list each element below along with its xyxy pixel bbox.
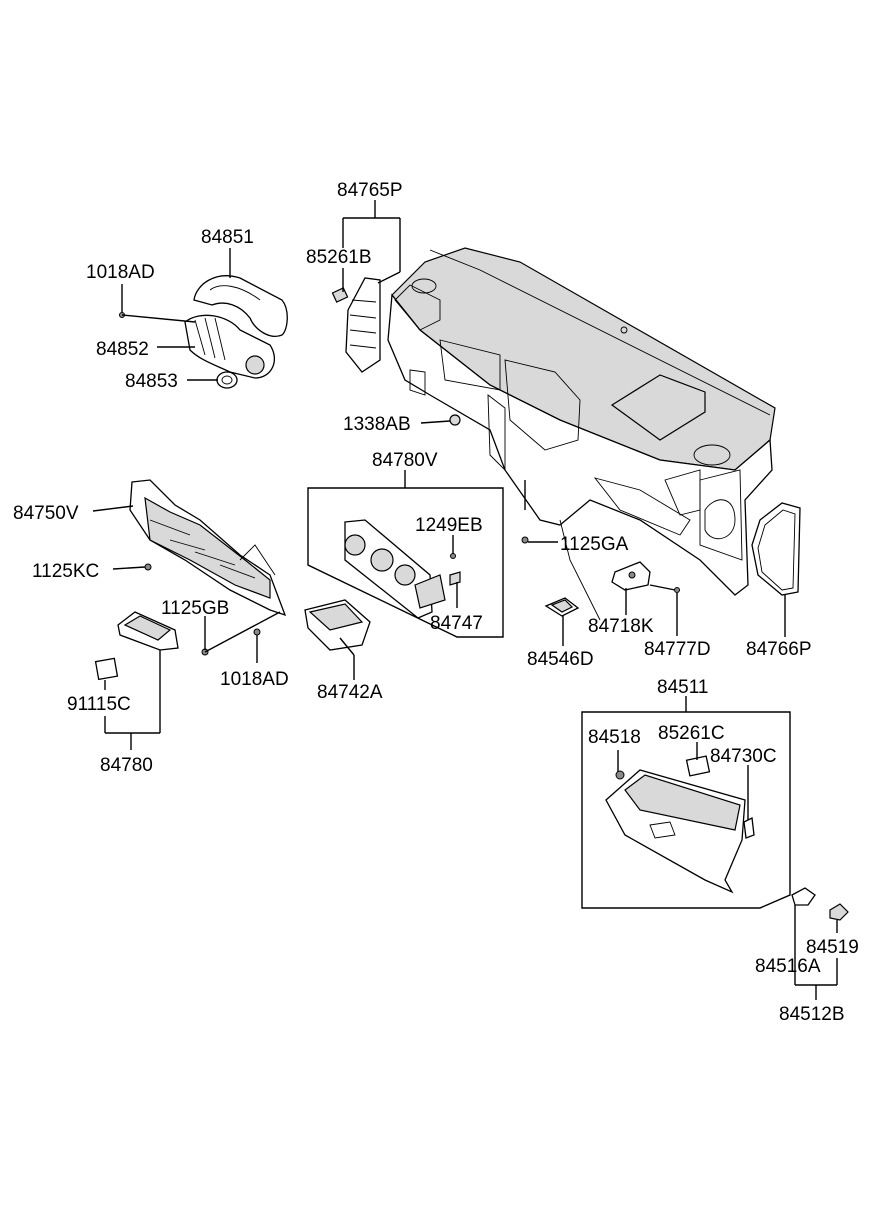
striker-84519 — [829, 903, 849, 921]
center-vent-84765P — [331, 277, 381, 373]
label-1125KC: 1125KC — [32, 561, 99, 582]
label-84718K: 84718K — [588, 616, 654, 637]
label-84730C: 84730C — [710, 746, 777, 767]
fuse-box-cover-84780 — [117, 611, 179, 651]
label-84852: 84852 — [96, 339, 149, 360]
label-85261C: 85261C — [658, 723, 725, 744]
label-85261B: 85261B — [306, 247, 372, 268]
label-1338AB: 1338AB — [343, 414, 411, 435]
crash-pad-main-panel — [387, 247, 776, 621]
label-84546D: 84546D — [527, 649, 594, 670]
bracket-84718K — [611, 561, 651, 591]
nut-1338AB — [449, 414, 461, 426]
glove-box-group-84511 — [581, 711, 791, 909]
side-cover-84766P — [751, 502, 801, 596]
screw-1018AD-bottom — [253, 628, 261, 636]
leader-lines — [92, 200, 838, 1000]
label-84851: 84851 — [201, 227, 254, 248]
screw-1125GB — [201, 611, 281, 656]
label-1018AD-top: 1018AD — [86, 262, 155, 283]
label-1249EB: 1249EB — [415, 515, 483, 536]
column-shroud-lower-84852 — [184, 314, 275, 379]
label-91115C: 91115C — [67, 694, 131, 715]
label-84516A: 84516A — [755, 956, 821, 977]
label-84777D: 84777D — [644, 639, 711, 660]
label-84780V: 84780V — [372, 450, 438, 471]
label-84518: 84518 — [588, 727, 641, 748]
latch-84516A — [791, 887, 816, 906]
label-84519: 84519 — [806, 937, 859, 958]
label-84747: 84747 — [430, 613, 483, 634]
tray-84742A — [304, 599, 371, 651]
ring-84853 — [216, 371, 238, 389]
label-91115C — [94, 657, 119, 681]
column-shroud-upper-84851 — [193, 275, 288, 337]
label-1125GB: 1125GB — [161, 598, 229, 619]
label-1125GA: 1125GA — [560, 534, 629, 555]
label-84742A: 84742A — [317, 682, 383, 703]
label-84765P: 84765P — [337, 180, 403, 201]
label-84512B: 84512B — [779, 1004, 845, 1025]
label-1018AD-bottom: 1018AD — [220, 669, 289, 690]
clip-84546D — [544, 597, 580, 617]
label-84853: 84853 — [125, 371, 178, 392]
part-labels: 84765P 84851 85261B 1018AD 84852 84853 1… — [13, 180, 859, 1025]
screw-84777D — [674, 587, 680, 593]
label-84750V: 84750V — [13, 503, 79, 524]
label-84780: 84780 — [100, 755, 153, 776]
heater-control-group-84780V — [307, 487, 504, 638]
lower-panel-84750V — [129, 479, 287, 617]
screw-1125KC — [144, 563, 152, 571]
label-84511: 84511 — [657, 677, 708, 698]
label-84766P: 84766P — [746, 639, 812, 660]
screw-1018AD-top — [119, 312, 196, 323]
screw-1125GA — [521, 480, 529, 544]
